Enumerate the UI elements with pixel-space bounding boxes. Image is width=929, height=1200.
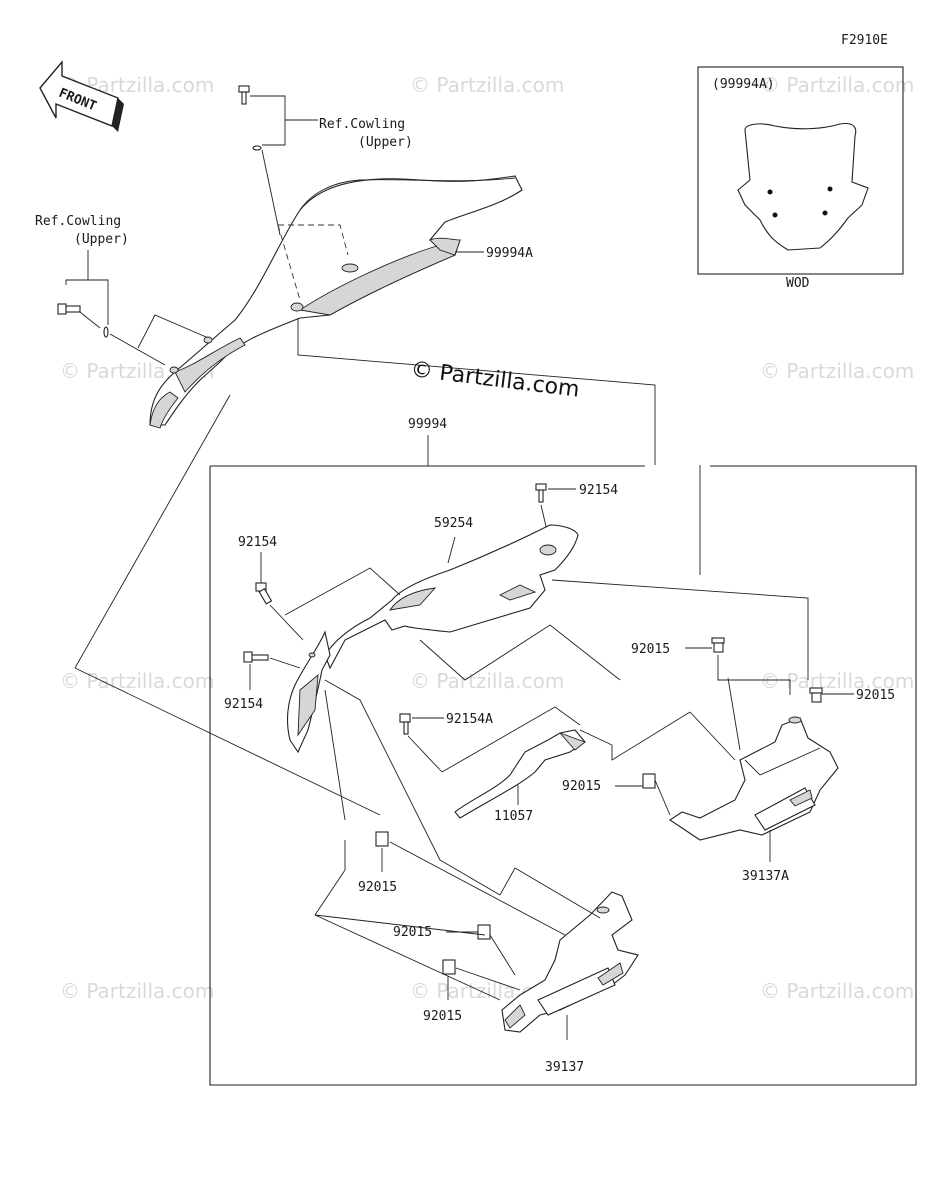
watermark: © Partzilla.com bbox=[760, 979, 914, 1003]
grommet-92015-left-b-icon bbox=[477, 924, 491, 940]
part-label-11057: 11057 bbox=[494, 809, 533, 824]
part-label-92015-right-upper: 92015 bbox=[631, 642, 670, 657]
part-label-92015-left-c: 92015 bbox=[423, 1009, 462, 1024]
part-label-92154-top: 92154 bbox=[579, 483, 618, 498]
ref-cowling-sub-2: (Upper) bbox=[74, 232, 129, 247]
bolt-92154-left-lower-icon bbox=[243, 651, 269, 663]
inset-title: (99994A) bbox=[712, 77, 775, 92]
part-label-99994A: 99994A bbox=[486, 246, 533, 261]
watermark: © Partzilla.com bbox=[60, 979, 214, 1003]
grommet-92015-right-side-icon bbox=[809, 687, 823, 703]
plate-part bbox=[454, 729, 586, 819]
part-label-92154-left-upper: 92154 bbox=[238, 535, 277, 550]
inset-box: (99994A) WOD bbox=[697, 66, 904, 291]
part-label-92015-mid: 92015 bbox=[562, 779, 601, 794]
ref-cowling-label-2: Ref.Cowling bbox=[35, 214, 121, 229]
part-label-92015-left-b: 92015 bbox=[393, 925, 432, 940]
part-label-92154A: 92154A bbox=[446, 712, 493, 727]
part-label-39137: 39137 bbox=[545, 1060, 584, 1075]
grommet-92015-left-a-icon bbox=[375, 831, 389, 847]
bolt-92154-left-upper-icon bbox=[255, 582, 273, 605]
part-label-99994: 99994 bbox=[408, 417, 447, 432]
top-bolt-icon bbox=[238, 85, 262, 151]
watermark: © Partzilla.com bbox=[410, 669, 564, 693]
ref-cowling-sub-1: (Upper) bbox=[358, 135, 413, 150]
bolt-92154-top-icon bbox=[535, 483, 547, 503]
part-label-59254: 59254 bbox=[434, 516, 473, 531]
side-cover-part bbox=[324, 524, 579, 670]
part-label-92015-left-a: 92015 bbox=[358, 880, 397, 895]
bracket-39137A-part bbox=[669, 716, 839, 841]
windshield-part bbox=[149, 175, 523, 429]
figure-code: F2910E bbox=[841, 33, 888, 48]
part-label-39137A: 39137A bbox=[742, 869, 789, 884]
ref-cowling-label-1: Ref.Cowling bbox=[319, 117, 405, 132]
center-watermark: © Partzilla.com bbox=[409, 357, 581, 403]
side-bolt-icon bbox=[57, 303, 109, 338]
part-label-92015-right-side: 92015 bbox=[856, 688, 895, 703]
left-trim-part bbox=[286, 630, 331, 754]
bolt-92154A-icon bbox=[399, 713, 411, 735]
watermark: © Partzilla.com bbox=[60, 669, 214, 693]
grommet-92015-left-c-icon bbox=[442, 959, 456, 975]
watermark: © Partzilla.com bbox=[410, 73, 564, 97]
part-label-92154-left-lower: 92154 bbox=[224, 697, 263, 712]
inset-caption: WOD bbox=[786, 276, 810, 291]
bracket-39137-part bbox=[501, 891, 639, 1033]
watermark: © Partzilla.com bbox=[760, 359, 914, 383]
grommet-92015-mid-icon bbox=[642, 773, 656, 789]
grommet-92015-right-upper-icon bbox=[711, 637, 725, 653]
watermark: © Partzilla.com bbox=[760, 73, 914, 97]
watermark: © Partzilla.com bbox=[760, 669, 914, 693]
